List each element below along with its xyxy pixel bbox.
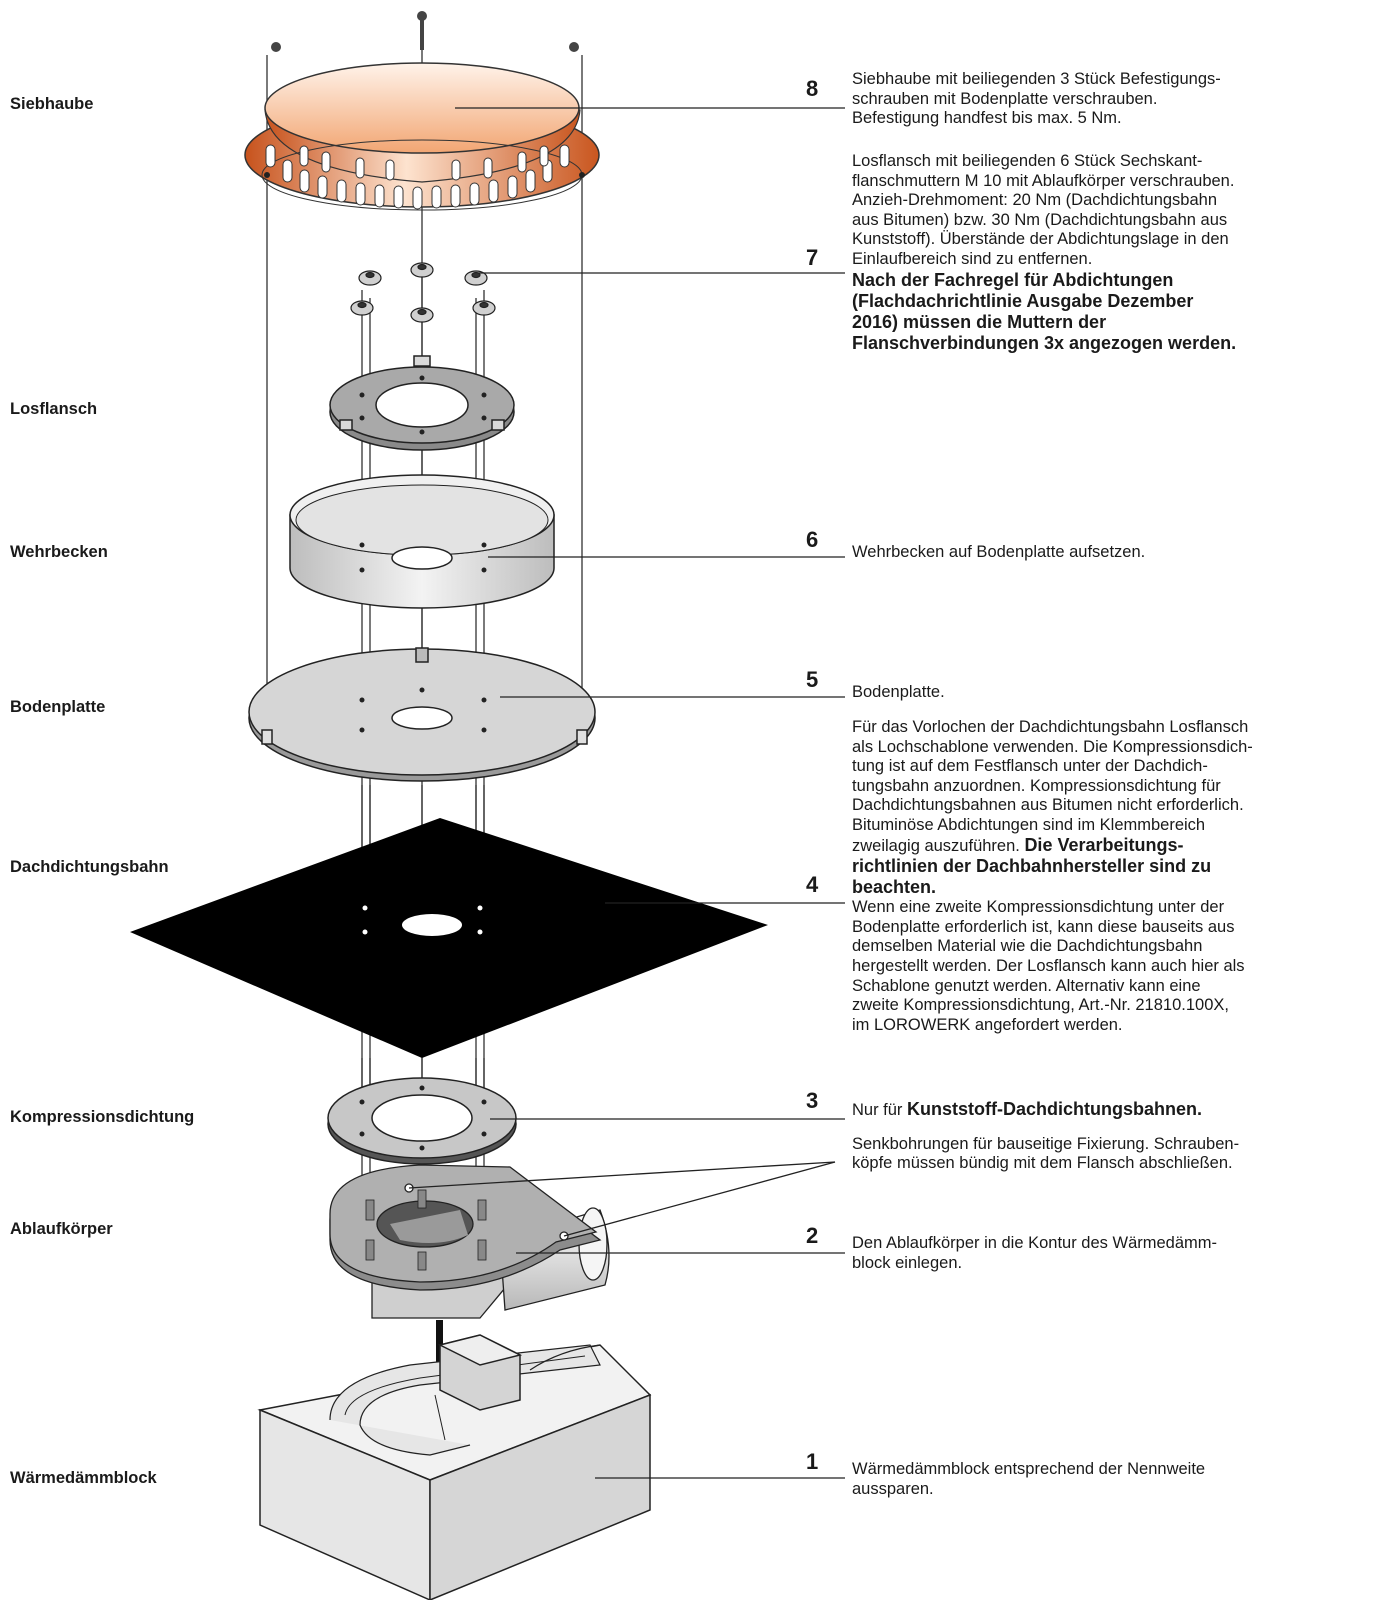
text-line: Nur für Kunststoff-Dachdichtungsbahnen. — [852, 1099, 1372, 1121]
step-7-text: Losflansch mit beiliegenden 6 Stück Sech… — [852, 152, 1372, 354]
text-line: Anzieh-Drehmoment: 20 Nm (Dachdichtungsb… — [852, 191, 1218, 210]
text-line: Wärmedämmblock entsprechend der Nennweit… — [852, 1460, 1206, 1478]
label-kompressionsdichtung: Kompressionsdichtung — [10, 1108, 195, 1126]
hex-nut-icon — [410, 307, 434, 323]
label-dachdichtungsbahn: Dachdichtungsbahn — [10, 858, 169, 876]
step-number-8: 8 — [806, 76, 819, 101]
text-line: Befestigung handfest bis max. 5 Nm. — [852, 109, 1122, 128]
kompressionsdichtung-part — [327, 1077, 517, 1165]
label-bodenplatte: Bodenplatte — [10, 698, 106, 716]
text-line-bold: Flanschverbindungen 3x angezogen werden. — [852, 332, 1237, 353]
text-line: schrauben mit Bodenplatte verschrauben. — [852, 89, 1158, 108]
text-line: Schablone genutzt werden. Alternativ kan… — [852, 976, 1201, 995]
label-wehrbecken: Wehrbecken — [10, 543, 108, 561]
step-number-4: 4 — [806, 872, 819, 897]
text-line: Kunststoff). Überstände der Abdichtungsl… — [852, 230, 1229, 249]
text-line: köpfe müssen bündig mit dem Flansch absc… — [852, 1154, 1233, 1173]
step-number-1: 1 — [806, 1449, 819, 1474]
bodenplatte-part — [248, 647, 596, 782]
siebhaube-part — [244, 11, 600, 211]
text-line-bold: beachten. — [852, 877, 937, 898]
hex-nut-icon — [464, 270, 488, 286]
step-4-text: Für das Vorlochen der Dachdichtungsbahn … — [852, 718, 1372, 1035]
text-line: Senkbohrungen für bauseitige Fixierung. … — [852, 1134, 1240, 1153]
hex-nut-icon — [350, 300, 374, 316]
text-line: Einlaufbereich sind zu entfernen. — [852, 249, 1093, 268]
label-ablaufkoerper: Ablaufkörper — [10, 1220, 113, 1238]
text-line: Bodenplatte. — [852, 683, 945, 701]
text-line: zweite Kompressionsdichtung, Art.-Nr. 21… — [852, 996, 1229, 1015]
text-span: zweilagig auszuführen. — [852, 836, 1025, 855]
step-5-text: Bodenplatte. — [852, 683, 1372, 703]
wehrbecken-part — [289, 474, 555, 609]
step-8-text: Siebhaube mit beiliegenden 3 Stück Befes… — [852, 70, 1372, 129]
text-line: tungsbahn anzuordnen. Kompressionsdichtu… — [852, 776, 1221, 795]
hood-screw-icon — [271, 11, 579, 52]
step-2-text: Den Ablaufkörper in die Kontur des Wärme… — [852, 1234, 1372, 1273]
text-line: aus Bitumen) bzw. 30 Nm (Dachdichtungsba… — [852, 210, 1228, 229]
step-3-text: Nur für Kunststoff-Dachdichtungsbahnen. … — [852, 1099, 1372, 1174]
label-losflansch: Losflansch — [10, 400, 98, 418]
text-span: Nur für — [852, 1101, 908, 1119]
text-line: block einlegen. — [852, 1253, 963, 1272]
step-number-3: 3 — [806, 1088, 819, 1113]
text-line: Wehrbecken auf Bodenplatte aufsetzen. — [852, 543, 1146, 561]
text-line: Bodenplatte erforderlich ist, kann diese… — [852, 917, 1235, 936]
text-line: flanschmuttern M 10 mit Ablaufkörper ver… — [852, 171, 1235, 190]
text-line: Siebhaube mit beiliegenden 3 Stück Befes… — [852, 70, 1221, 88]
waermedaemmblock-part — [257, 1334, 652, 1600]
text-line: aussparen. — [852, 1479, 934, 1498]
text-line: demselben Material wie die Dachdichtungs… — [852, 937, 1203, 956]
hex-nut-icon — [410, 262, 434, 278]
text-line: Für das Vorlochen der Dachdichtungsbahn … — [852, 718, 1249, 736]
losflansch-part — [329, 355, 515, 451]
text-span-bold: Kunststoff-Dachdichtungsbahnen. — [907, 1099, 1203, 1119]
label-siebhaube: Siebhaube — [10, 95, 94, 113]
text-line-bold: Nach der Fachregel für Abdichtungen — [852, 269, 1174, 290]
hex-nut-icon — [358, 270, 382, 286]
flange-nuts — [350, 262, 496, 323]
text-line: im LOROWERK angefordert werden. — [852, 1015, 1123, 1034]
text-line: Losflansch mit beiliegenden 6 Stück Sech… — [852, 152, 1203, 170]
leader-lines — [408, 107, 845, 1479]
text-line: Den Ablaufkörper in die Kontur des Wärme… — [852, 1234, 1217, 1252]
text-line: als Lochschablone verwenden. Die Kompres… — [852, 737, 1253, 756]
dachdichtungsbahn-part — [130, 818, 768, 1058]
text-line-bold: richtlinien der Dachbahnhersteller sind … — [852, 856, 1212, 877]
text-line-bold: (Flachdachrichtlinie Ausgabe Dezember — [852, 290, 1194, 311]
step-number-5: 5 — [806, 667, 819, 692]
text-line: hergestellt werden. Der Losflansch kann … — [852, 956, 1245, 975]
label-waermedaemmblock: Wärmedämmblock — [10, 1469, 157, 1487]
hood-slots — [265, 144, 570, 210]
step-6-text: Wehrbecken auf Bodenplatte aufsetzen. — [852, 543, 1372, 563]
text-line: Wenn eine zweite Kompressionsdichtung un… — [852, 898, 1225, 917]
step-number-7: 7 — [806, 245, 819, 270]
text-line: Bituminöse Abdichtungen sind im Klemmber… — [852, 815, 1206, 834]
step-number-6: 6 — [806, 527, 819, 552]
step-1-text: Wärmedämmblock entsprechend der Nennweit… — [852, 1460, 1372, 1499]
text-span-bold: Die Verarbeitungs- — [1024, 834, 1184, 855]
text-line: Dachdichtungsbahnen aus Bitumen nicht er… — [852, 796, 1244, 815]
hex-nut-icon — [472, 300, 496, 316]
text-line: tung ist auf dem Festflansch unter der D… — [852, 757, 1208, 776]
ablaufkoerper-part — [329, 1164, 610, 1319]
text-line: zweilagig auszuführen. Die Verarbeitungs… — [852, 834, 1372, 857]
step-number-2: 2 — [806, 1223, 819, 1248]
text-line-bold: 2016) müssen die Muttern der — [852, 311, 1107, 332]
